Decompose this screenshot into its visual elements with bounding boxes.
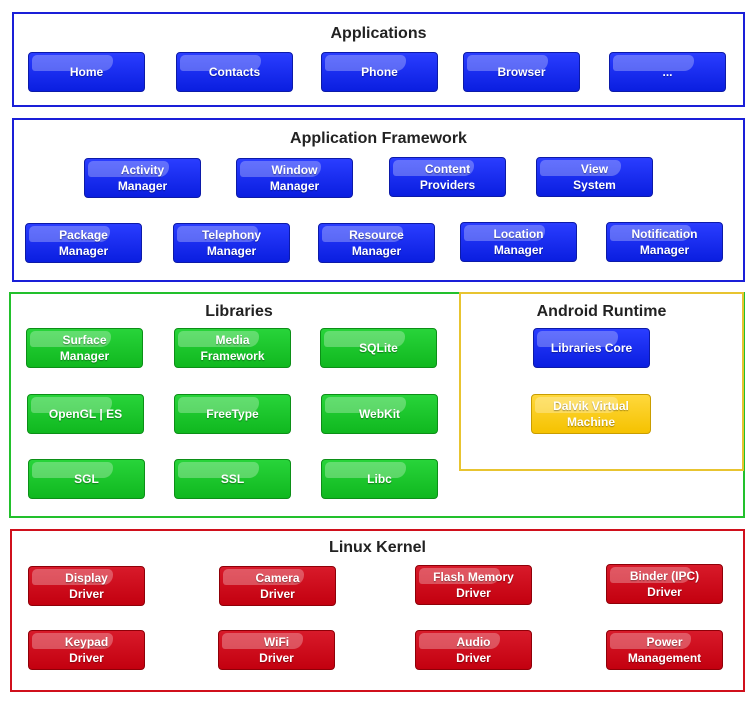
app-more: ... — [609, 52, 726, 92]
content-providers: Content Providers — [389, 157, 506, 197]
applications-title: Applications — [330, 25, 427, 42]
opengl-es: OpenGL | ES — [27, 394, 144, 434]
webkit: WebKit — [321, 394, 438, 434]
runtime-title: Android Runtime — [536, 303, 667, 320]
app-home: Home — [28, 52, 145, 92]
notification-manager: Notification Manager — [606, 222, 723, 262]
audio-driver: Audio Driver — [415, 630, 532, 670]
surface-manager: Surface Manager — [26, 328, 143, 368]
app-phone: Phone — [321, 52, 438, 92]
media-framework: Media Framework — [174, 328, 291, 368]
kernel-title: Linux Kernel — [329, 539, 426, 556]
app-browser: Browser — [463, 52, 580, 92]
keypad-driver: Keypad Driver — [28, 630, 145, 670]
activity-manager: Activity Manager — [84, 158, 201, 198]
flash-memory-driver: Flash Memory Driver — [415, 565, 532, 605]
telephony-manager: Telephony Manager — [173, 223, 290, 263]
binder-ipc-driver: Binder (IPC) Driver — [606, 564, 723, 604]
view-system: View System — [536, 157, 653, 197]
libc: Libc — [321, 459, 438, 499]
framework-layer: Application Framework — [12, 118, 745, 282]
framework-title: Application Framework — [290, 130, 467, 147]
libraries-layer: Libraries — [9, 292, 745, 518]
freetype: FreeType — [174, 394, 291, 434]
runtime-layer: Android Runtime — [459, 292, 744, 471]
power-management: Power Management — [606, 630, 723, 670]
resource-manager: Resource Manager — [318, 223, 435, 263]
libraries-core: Libraries Core — [533, 328, 650, 368]
libraries-title: Libraries — [205, 303, 273, 320]
app-contacts: Contacts — [176, 52, 293, 92]
location-manager: Location Manager — [460, 222, 577, 262]
applications-layer: Applications — [12, 12, 745, 107]
dalvik-vm: Dalvik Virtual Machine — [531, 394, 651, 434]
kernel-layer: Linux Kernel — [10, 529, 745, 692]
sqlite: SQLite — [320, 328, 437, 368]
sgl: SGL — [28, 459, 145, 499]
display-driver: Display Driver — [28, 566, 145, 606]
ssl: SSL — [174, 459, 291, 499]
camera-driver: Camera Driver — [219, 566, 336, 606]
wifi-driver: WiFi Driver — [218, 630, 335, 670]
package-manager: Package Manager — [25, 223, 142, 263]
window-manager: Window Manager — [236, 158, 353, 198]
